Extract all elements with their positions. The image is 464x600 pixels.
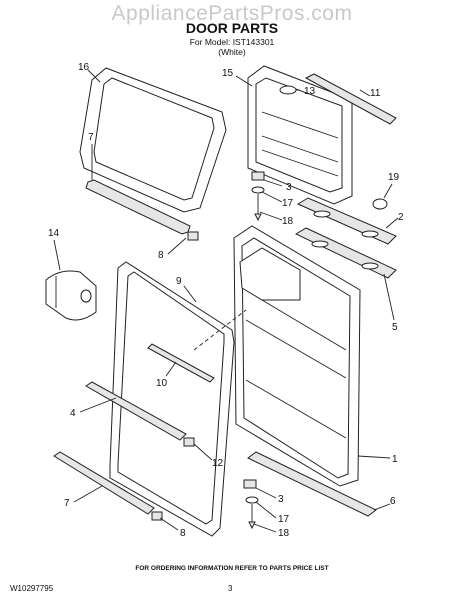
leader-lines	[53, 69, 399, 533]
dairy-door-cover	[45, 270, 97, 321]
callout-8-lower: 8	[180, 528, 186, 539]
door-handle-upper	[296, 197, 397, 245]
freezer-gasket	[79, 67, 227, 213]
hinge-hardware-lower	[243, 479, 259, 530]
document-code: W10297795	[10, 584, 54, 593]
fresh-food-gasket	[109, 261, 235, 537]
callout-9: 9	[176, 276, 182, 287]
callout-4: 4	[70, 408, 76, 419]
page-number: 3	[228, 584, 233, 593]
color-line: (White)	[218, 47, 246, 57]
door-handle-lower	[294, 227, 397, 279]
callout-11: 11	[370, 88, 381, 99]
callout-13: 13	[304, 86, 316, 97]
trim-strip-mid	[147, 343, 215, 383]
fresh-food-door	[233, 225, 361, 487]
callout-8-upper: 8	[158, 250, 164, 261]
freezer-door-top-trim	[304, 73, 397, 125]
callout-7-lower: 7	[64, 498, 70, 509]
hole-plug	[372, 198, 388, 210]
callout-17-lower: 17	[278, 514, 290, 525]
callout-19: 19	[388, 172, 400, 183]
callout-18-lower: 18	[278, 528, 290, 539]
model-line: For Model: IST143301	[189, 37, 275, 47]
callout-3-upper: 3	[286, 182, 292, 193]
page-title: DOOR PARTS	[185, 20, 279, 36]
callout-6: 6	[390, 496, 396, 507]
fresh-food-trim-strip	[53, 451, 155, 515]
trim-clip-upper	[187, 231, 199, 241]
callout-10: 10	[156, 378, 168, 389]
callout-1: 1	[392, 454, 398, 465]
callout-2: 2	[398, 212, 404, 223]
trim-clip-mid	[183, 437, 195, 447]
callout-15: 15	[222, 68, 234, 79]
freezer-door	[247, 65, 353, 205]
callout-3-lower: 3	[278, 494, 284, 505]
callout-5: 5	[392, 322, 398, 333]
ordering-note: FOR ORDERING INFORMATION REFER TO PARTS …	[135, 565, 329, 572]
callout-12: 12	[212, 458, 224, 469]
callout-16: 16	[78, 62, 90, 73]
callout-14: 14	[48, 228, 60, 239]
trim-strip-long	[85, 381, 187, 441]
hinge-cap	[279, 85, 297, 95]
fresh-food-door-bottom-trim	[247, 451, 377, 517]
callout-7-upper: 7	[88, 132, 94, 143]
callout-17-upper: 17	[282, 198, 294, 209]
hinge-hardware-upper	[251, 171, 265, 222]
watermark: AppliancePartsPros.com	[111, 2, 353, 25]
trim-clip-lower	[151, 511, 163, 521]
callout-labels: 16 7 8 14 9 10 4 12 7 8 15 13 11 3 17 18…	[48, 62, 404, 539]
callout-18-upper: 18	[282, 216, 294, 227]
